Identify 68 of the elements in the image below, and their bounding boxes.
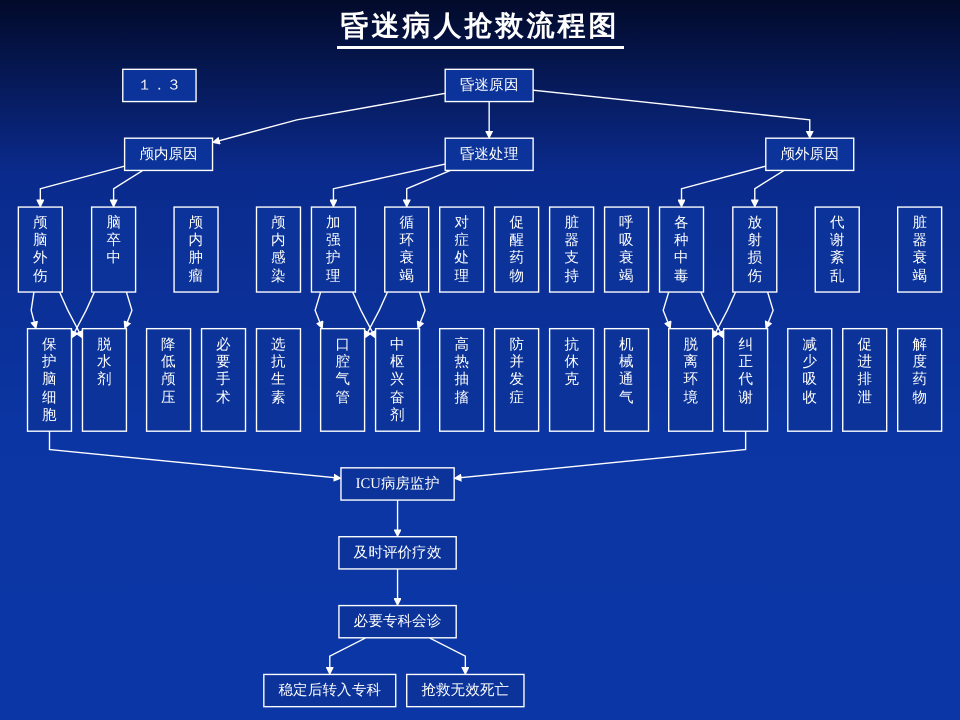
node-box: 脱离环境 [668, 328, 714, 432]
arrow [48, 431, 342, 482]
arrow [485, 102, 494, 139]
node-box: 昏迷原因 [444, 68, 534, 102]
node-box: 保护脑细胞 [26, 328, 72, 432]
node-box: 对症处理 [439, 206, 484, 293]
title: 昏迷病人抢救流程图 [336, 9, 624, 49]
node-box: 颅脑外伤 [18, 206, 63, 293]
arrow [124, 292, 133, 330]
arrow [677, 165, 766, 208]
node-box: 颅内肿瘤 [173, 206, 219, 293]
arrow [352, 292, 376, 339]
arrow [30, 292, 38, 330]
node-box: 降低颅压 [146, 328, 192, 432]
node-box: 必要专科会诊 [338, 604, 457, 638]
arrow [212, 92, 446, 144]
node-box: 放射损伤 [732, 206, 778, 293]
node-box: 及时评价疗效 [338, 536, 457, 570]
node-box: 加强护理 [310, 206, 356, 293]
node-box: 减少吸收 [787, 328, 832, 432]
node-box: 促进排泄 [842, 328, 888, 432]
arrow [110, 170, 144, 208]
node-box: 高热抽搐 [439, 328, 484, 432]
arrow [71, 292, 96, 339]
node-box: 机械通气 [604, 328, 650, 432]
arrow [750, 170, 784, 208]
node-box: 脱水剂 [82, 328, 128, 432]
node-box: ICU病房监护 [340, 467, 455, 501]
node-box: 颅内感染 [256, 206, 302, 293]
arrow [36, 165, 125, 208]
node-box: 颅内原因 [124, 138, 214, 172]
arrow [764, 292, 774, 330]
node-box: 呼吸衰竭 [604, 206, 650, 293]
arrow [428, 637, 470, 675]
node-box: 中枢兴奋剂 [374, 328, 420, 432]
node-box: 纠正代谢 [722, 328, 768, 432]
node-box: 抢救无效死亡 [406, 674, 525, 708]
arrow [314, 292, 324, 330]
arrow [394, 568, 402, 606]
arrow [58, 292, 83, 339]
node-box: 脏器支持 [548, 206, 594, 293]
arrow [454, 431, 746, 482]
node-box: 代谢紊乱 [814, 206, 860, 293]
node-box: 必要手术 [200, 328, 246, 432]
node-box: 颅外原因 [765, 138, 854, 172]
arrow [533, 89, 814, 139]
node-box: 稳定后转入专科 [263, 674, 396, 708]
node-box: 脑卒中 [90, 206, 136, 293]
node-box: 抗休克 [548, 328, 594, 432]
node-box: 脏器衰竭 [897, 206, 942, 293]
arrow [416, 292, 426, 330]
node-box: 防并发症 [494, 328, 540, 432]
arrow [712, 292, 736, 339]
node-box: 选抗生素 [256, 328, 302, 432]
arrow [364, 292, 388, 339]
arrow [329, 163, 446, 208]
node-box: １．３ [122, 68, 197, 102]
arrow [326, 637, 366, 675]
node-box: 促醒药物 [494, 206, 540, 293]
node-box: 昏迷处理 [444, 138, 534, 172]
arrow [394, 500, 402, 538]
arrow [662, 292, 672, 330]
node-box: 口腔气管 [320, 328, 366, 432]
node-box: 各种中毒 [658, 206, 704, 293]
node-box: 解度药物 [897, 328, 942, 432]
arrow [402, 170, 451, 208]
node-box: 循环衰竭 [384, 206, 430, 293]
arrow [700, 292, 724, 339]
